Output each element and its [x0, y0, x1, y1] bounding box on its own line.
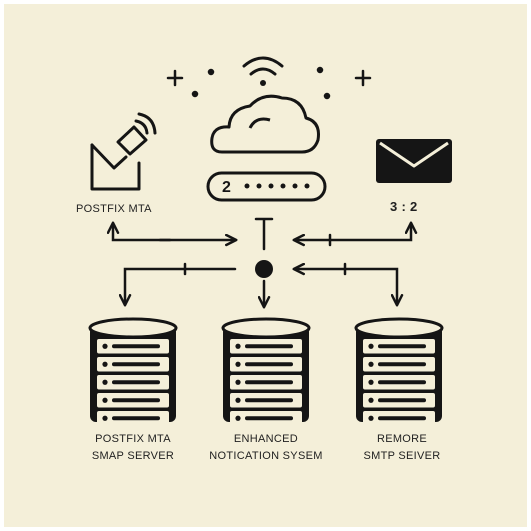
server-2-line2: NOTICATION SYSEM	[209, 450, 323, 462]
server-stack-icon	[88, 317, 178, 426]
server-stack-icon	[354, 317, 444, 426]
server-led-icon	[235, 343, 241, 349]
server-1-line1: POSTFIX MTA	[95, 433, 171, 445]
envelope-icon	[376, 139, 452, 183]
right-connectors	[292, 221, 418, 307]
server-3-line1: REMORE	[376, 433, 428, 445]
server-3-label: REMORE SMTP SEIVER	[322, 431, 482, 465]
envelope-signal-icon	[90, 112, 157, 191]
server-2-line1: ENHANCED	[233, 433, 299, 445]
server-led-icon	[235, 397, 241, 403]
server-3-line2: SMTP SEIVER	[363, 450, 441, 462]
server-led-icon	[102, 361, 108, 367]
server-stack-icon	[221, 317, 311, 426]
server-led-icon	[368, 415, 374, 421]
server-led-icon	[368, 379, 374, 385]
server-led-icon	[102, 379, 108, 385]
router-icon: 2	[206, 171, 327, 202]
server-led-icon	[235, 415, 241, 421]
server-1-label: POSTFIX MTA SMAP SERVER	[53, 431, 213, 465]
left-connectors	[106, 221, 238, 307]
server-2-label: ENHANCED NOTICATION SYSEM	[186, 431, 346, 465]
ratio-label: 3 : 2	[390, 199, 418, 214]
hub-node	[254, 217, 274, 309]
server-led-icon	[368, 361, 374, 367]
server-led-icon	[368, 343, 374, 349]
server-led-icon	[235, 379, 241, 385]
server-1-line2: SMAP SERVER	[91, 450, 175, 462]
router-number: 2	[222, 179, 231, 196]
server-led-icon	[102, 415, 108, 421]
server-led-icon	[102, 397, 108, 403]
postfix-mta-label: POSTFIX MTA	[76, 203, 152, 215]
server-group	[88, 317, 444, 426]
wifi-signal-icon	[242, 56, 284, 86]
server-led-icon	[102, 343, 108, 349]
cloud-icon	[210, 94, 320, 154]
server-led-icon	[368, 397, 374, 403]
sparkle-decorations	[166, 66, 372, 100]
server-led-icon	[235, 361, 241, 367]
